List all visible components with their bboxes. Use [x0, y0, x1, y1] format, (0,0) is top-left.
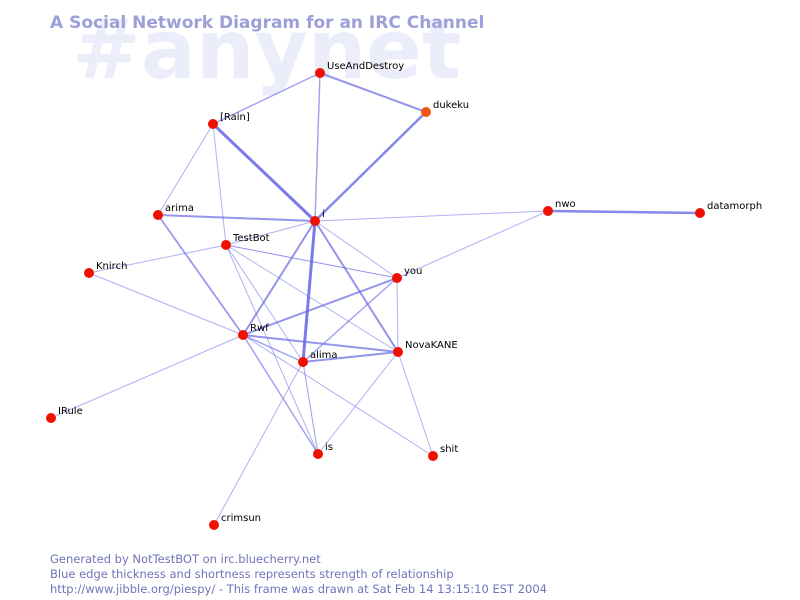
edge-nwo-datamorph	[546, 209, 702, 215]
node-alima: alima	[298, 350, 338, 367]
edge-testbot-i	[225, 220, 316, 246]
edge-testbot-is	[225, 244, 319, 455]
node-is: is	[313, 442, 333, 459]
node-datamorph: datamorph	[695, 201, 762, 218]
edge-rwf-alima	[242, 334, 304, 363]
footer-generated-by: Generated by NotTestBOT on irc.bluecherr…	[50, 552, 321, 566]
node-dukeku: dukeku	[421, 100, 469, 117]
node-dot-is	[313, 449, 323, 459]
edge-arima-i	[157, 214, 316, 222]
edge-you-novakane	[396, 277, 399, 353]
node-label-is: is	[325, 442, 333, 453]
edge-i-you	[314, 220, 398, 279]
edge-knirch-rwf	[88, 272, 244, 336]
node-label-you: you	[404, 266, 422, 277]
edge-irule-rwf	[50, 334, 244, 419]
node-dot-testbot	[221, 240, 231, 250]
node-rain: [Rain]	[208, 112, 250, 129]
edge-rwf-is	[242, 334, 319, 455]
edge-testbot-you	[225, 244, 398, 279]
node-label-datamorph: datamorph	[707, 201, 762, 212]
node-irule: IRule	[46, 406, 83, 423]
node-label-novakane: NovaKANE	[405, 340, 458, 351]
edge-novakane-is	[317, 351, 399, 455]
node-dot-i	[310, 216, 320, 226]
node-crimsun: crimsun	[209, 513, 261, 530]
node-dot-useanddestroy	[315, 68, 325, 78]
node-label-crimsun: crimsun	[221, 513, 261, 524]
edge-rain-testbot	[212, 123, 227, 246]
node-arima: arima	[153, 203, 194, 220]
node-dot-novakane	[393, 347, 403, 357]
node-i: i	[310, 209, 325, 226]
node-dot-datamorph	[695, 208, 705, 218]
node-label-arima: arima	[165, 203, 194, 214]
node-useanddestroy: UseAndDestroy	[315, 61, 404, 78]
node-novakane: NovaKANE	[393, 340, 458, 357]
edge-rwf-shit	[242, 334, 434, 457]
footer-legend-note: Blue edge thickness and shortness repres…	[50, 567, 454, 581]
edge-i-nwo	[314, 210, 549, 222]
edge-rain-arima	[157, 123, 214, 216]
edges-layer	[50, 72, 702, 526]
edge-arima-rwf	[157, 214, 244, 336]
node-dot-irule	[46, 413, 56, 423]
edge-rwf-you	[242, 277, 398, 336]
node-nwo: nwo	[543, 199, 576, 216]
node-label-dukeku: dukeku	[433, 100, 469, 111]
edge-useanddestroy-i	[314, 72, 321, 222]
node-label-rwf: Rwf	[250, 323, 269, 334]
node-dot-rwf	[238, 330, 248, 340]
node-testbot: TestBot	[221, 233, 270, 250]
node-label-shit: shit	[440, 444, 458, 455]
node-dot-arima	[153, 210, 163, 220]
node-label-testbot: TestBot	[232, 233, 270, 244]
node-rwf: Rwf	[238, 323, 269, 340]
node-dot-crimsun	[209, 520, 219, 530]
node-you: you	[392, 266, 422, 283]
node-label-rain: [Rain]	[220, 112, 250, 123]
node-label-useanddestroy: UseAndDestroy	[327, 61, 404, 72]
node-dot-you	[392, 273, 402, 283]
edge-rain-i	[211, 122, 317, 223]
footer-info: Generated by NotTestBOT on irc.bluecherr…	[50, 552, 547, 597]
node-dot-shit	[428, 451, 438, 461]
edge-testbot-alima	[225, 244, 304, 363]
node-dot-dukeku	[421, 107, 431, 117]
edge-i-alima	[301, 219, 317, 364]
node-shit: shit	[428, 444, 458, 461]
node-label-nwo: nwo	[555, 199, 576, 210]
edge-useanddestroy-dukeku	[319, 72, 427, 113]
edge-alima-is	[302, 361, 319, 455]
edge-testbot-novakane	[225, 244, 399, 353]
node-dot-alima	[298, 357, 308, 367]
diagram-title: A Social Network Diagram for an IRC Chan…	[50, 13, 484, 33]
node-label-knirch: Knirch	[96, 261, 127, 272]
edge-i-novakane	[314, 220, 399, 353]
edge-novakane-shit	[397, 351, 434, 457]
edge-rwf-novakane	[242, 334, 399, 353]
edge-rain-useanddestroy	[212, 72, 321, 125]
edge-i-dukeku	[313, 110, 428, 223]
nodes-layer: UseAndDestroy dukeku [Rain] arima i nwo datamo…	[46, 61, 762, 530]
edge-alima-you	[302, 277, 398, 363]
node-label-irule: IRule	[58, 406, 83, 417]
edge-alima-novakane	[302, 351, 399, 363]
node-label-i: i	[322, 209, 325, 220]
node-dot-knirch	[84, 268, 94, 278]
edge-knirch-testbot	[88, 244, 227, 274]
node-dot-rain	[208, 119, 218, 129]
edge-you-nwo	[396, 210, 549, 279]
node-dot-nwo	[543, 206, 553, 216]
edge-you-testbot	[225, 244, 398, 279]
node-knirch: Knirch	[84, 261, 127, 278]
edge-alima-crimsun	[213, 361, 304, 526]
node-label-alima: alima	[310, 350, 338, 361]
channel-watermark: #anynet	[72, 3, 461, 98]
footer-url-timestamp: http://www.jibble.org/piespy/ - This fra…	[50, 582, 547, 596]
